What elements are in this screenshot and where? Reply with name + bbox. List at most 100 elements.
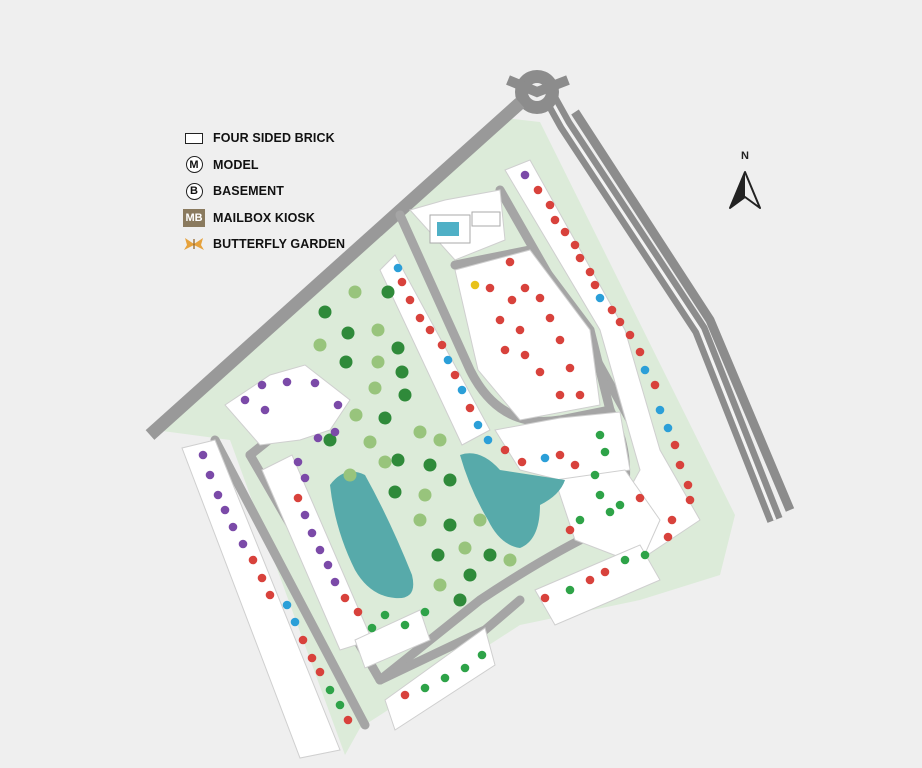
lot-marker[interactable] [515,325,525,335]
lot-marker[interactable] [330,577,340,587]
lot-marker[interactable] [685,495,695,505]
lot-marker[interactable] [300,510,310,520]
lot-marker[interactable] [293,457,303,467]
lot-marker[interactable] [517,457,527,467]
lot-marker[interactable] [565,363,575,373]
lot-marker[interactable] [683,480,693,490]
lot-marker[interactable] [205,470,215,480]
lot-marker[interactable] [465,403,475,413]
lot-marker[interactable] [585,267,595,277]
lot-marker[interactable] [307,653,317,663]
lot-marker[interactable] [310,378,320,388]
lot-marker[interactable] [655,405,665,415]
lot-marker[interactable] [535,367,545,377]
lot-marker[interactable] [485,283,495,293]
lot-marker[interactable] [293,493,303,503]
lot-marker[interactable] [520,350,530,360]
lot-marker[interactable] [605,507,615,517]
lot-marker[interactable] [590,470,600,480]
lot-marker[interactable] [575,390,585,400]
lot-marker[interactable] [473,420,483,430]
lot-marker[interactable] [437,340,447,350]
lot-marker[interactable] [340,593,350,603]
lot-marker[interactable] [615,500,625,510]
lot-marker[interactable] [330,427,340,437]
lot-marker[interactable] [663,423,673,433]
lot-marker[interactable] [333,400,343,410]
lot-marker[interactable] [405,295,415,305]
lot-marker[interactable] [397,277,407,287]
lot-marker[interactable] [367,623,377,633]
lot-marker[interactable] [570,240,580,250]
lot-marker[interactable] [565,585,575,595]
lot-marker[interactable] [540,453,550,463]
lot-marker[interactable] [505,257,515,267]
lot-marker[interactable] [353,607,363,617]
lot-marker[interactable] [260,405,270,415]
lot-marker[interactable] [565,525,575,535]
lot-marker[interactable] [615,317,625,327]
lot-marker[interactable] [343,715,353,725]
lot-marker[interactable] [500,445,510,455]
lot-marker[interactable] [313,433,323,443]
lot-marker[interactable] [663,532,673,542]
lot-marker[interactable] [238,539,248,549]
lot-marker[interactable] [400,690,410,700]
lot-marker[interactable] [400,620,410,630]
lot-marker[interactable] [600,447,610,457]
lot-marker[interactable] [600,567,610,577]
lot-marker[interactable] [595,293,605,303]
lot-marker[interactable] [595,430,605,440]
lot-marker[interactable] [555,390,565,400]
lot-marker[interactable] [323,560,333,570]
lot-marker[interactable] [635,347,645,357]
lot-marker[interactable] [257,380,267,390]
lot-marker[interactable] [635,493,645,503]
lot-marker[interactable] [198,450,208,460]
lot-marker[interactable] [443,355,453,365]
lot-marker[interactable] [575,515,585,525]
lot-marker[interactable] [667,515,677,525]
lot-marker[interactable] [520,170,530,180]
lot-marker[interactable] [495,315,505,325]
lot-marker[interactable] [282,377,292,387]
lot-marker[interactable] [545,200,555,210]
lot-marker[interactable] [620,555,630,565]
lot-marker[interactable] [575,253,585,263]
lot-marker[interactable] [420,607,430,617]
lot-marker[interactable] [625,330,635,340]
lot-marker[interactable] [228,522,238,532]
lot-marker[interactable] [248,555,258,565]
lot-marker[interactable] [520,283,530,293]
lot-marker[interactable] [440,673,450,683]
lot-marker[interactable] [640,365,650,375]
lot-marker[interactable] [483,435,493,445]
lot-marker[interactable] [265,590,275,600]
lot-marker[interactable] [393,263,403,273]
lot-marker[interactable] [213,490,223,500]
lot-marker[interactable] [535,293,545,303]
lot-marker[interactable] [590,280,600,290]
lot-marker[interactable] [300,473,310,483]
lot-marker[interactable] [257,573,267,583]
lot-marker[interactable] [290,617,300,627]
lot-marker[interactable] [570,460,580,470]
lot-marker[interactable] [545,313,555,323]
lot-marker[interactable] [585,575,595,585]
lot-marker[interactable] [315,545,325,555]
lot-marker[interactable] [675,460,685,470]
lot-marker[interactable] [457,385,467,395]
lot-marker[interactable] [460,663,470,673]
lot-marker[interactable] [420,683,430,693]
lot-marker[interactable] [240,395,250,405]
lot-marker[interactable] [540,593,550,603]
lot-marker[interactable] [307,528,317,538]
lot-marker[interactable] [555,450,565,460]
lot-marker[interactable] [595,490,605,500]
lot-marker[interactable] [470,280,480,290]
lot-marker[interactable] [415,313,425,323]
lot-marker[interactable] [477,650,487,660]
lot-marker[interactable] [555,335,565,345]
lot-marker[interactable] [670,440,680,450]
lot-marker[interactable] [298,635,308,645]
